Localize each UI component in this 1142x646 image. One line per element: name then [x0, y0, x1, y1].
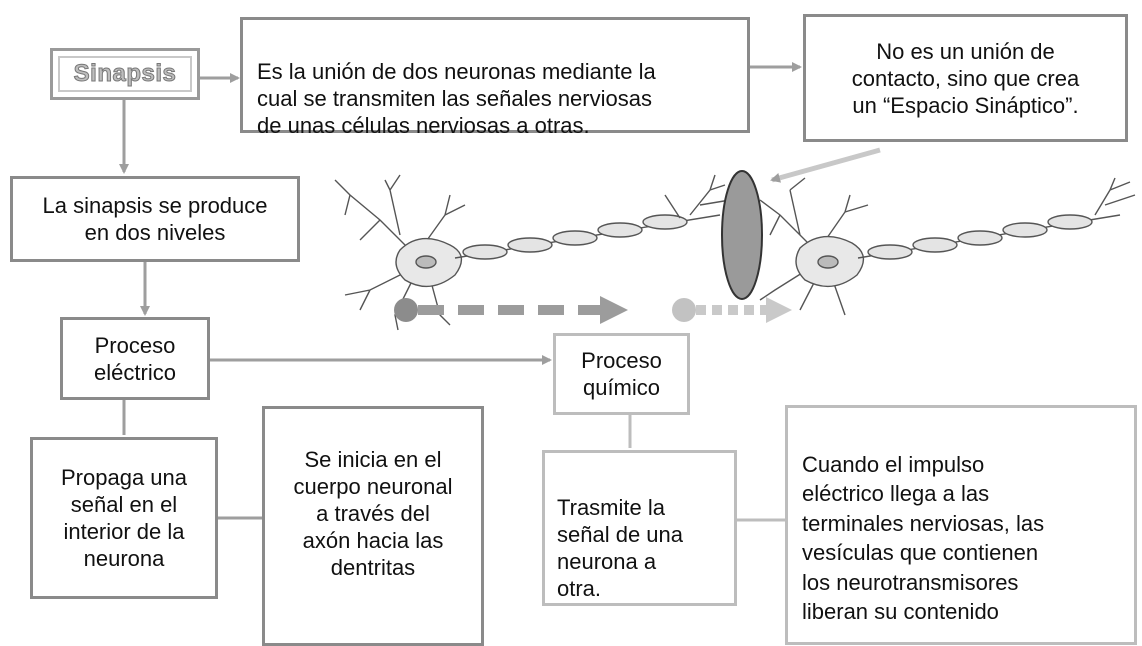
arrow-note-to-synaptic-space	[770, 147, 881, 183]
levels-box: La sinapsis se produce en dos niveles	[10, 176, 300, 262]
myelin-sheath-2	[867, 214, 1093, 260]
contact-note-box: No es un unión de contacto, sino que cre…	[803, 14, 1128, 142]
electric-description-text: Propaga una señal en el interior de la n…	[61, 465, 187, 571]
neuron-illustration	[334, 174, 1136, 331]
definition-text: Es la unión de dos neuronas mediante la …	[257, 59, 656, 138]
chemical-detail-text: Cuando el impulso eléctrico llega a las …	[802, 451, 1045, 625]
chemical-description-box: Trasmite la señal de una neurona a otra.	[542, 450, 737, 606]
myelin-sheath-1	[462, 214, 688, 260]
connector-layer	[119, 62, 1136, 522]
chemical-process-box: Proceso químico	[553, 333, 690, 415]
title-text: Sinapsis	[73, 60, 177, 88]
electric-detail-text: Se inicia en el cuerpo neuronal a través…	[293, 447, 453, 580]
electric-process-box: Proceso eléctrico	[60, 317, 210, 400]
neuron-2-nucleus	[817, 255, 839, 269]
electric-detail-box: Se inicia en el cuerpo neuronal a través…	[262, 406, 484, 646]
chemical-signal-arrow	[672, 297, 792, 323]
chemical-detail-box: Cuando el impulso eléctrico llega a las …	[785, 405, 1137, 645]
electric-process-title: Proceso eléctrico	[94, 332, 176, 385]
axon-terminal-1	[664, 174, 731, 219]
chemical-process-title: Proceso químico	[581, 348, 662, 400]
contact-note-text: No es un unión de contacto, sino que cre…	[851, 38, 1080, 118]
title-box: Sinapsis	[50, 48, 200, 100]
electrical-signal-arrow	[394, 296, 628, 324]
synaptic-space-ellipse	[721, 170, 763, 300]
neuron-2-dendrites	[759, 177, 869, 316]
axon-terminal-2	[1094, 177, 1136, 216]
synapse-concept-map: Sinapsis Es la unión de dos neuronas med…	[10, 14, 1137, 646]
neuron-1-nucleus	[415, 255, 437, 269]
electric-description-box: Propaga una señal en el interior de la n…	[30, 437, 218, 599]
levels-text: La sinapsis se produce en dos niveles	[42, 193, 268, 245]
chemical-description-text: Trasmite la señal de una neurona a otra.	[557, 495, 683, 601]
definition-box: Es la unión de dos neuronas mediante la …	[240, 17, 750, 138]
neuron-1-dendrites	[334, 174, 466, 331]
